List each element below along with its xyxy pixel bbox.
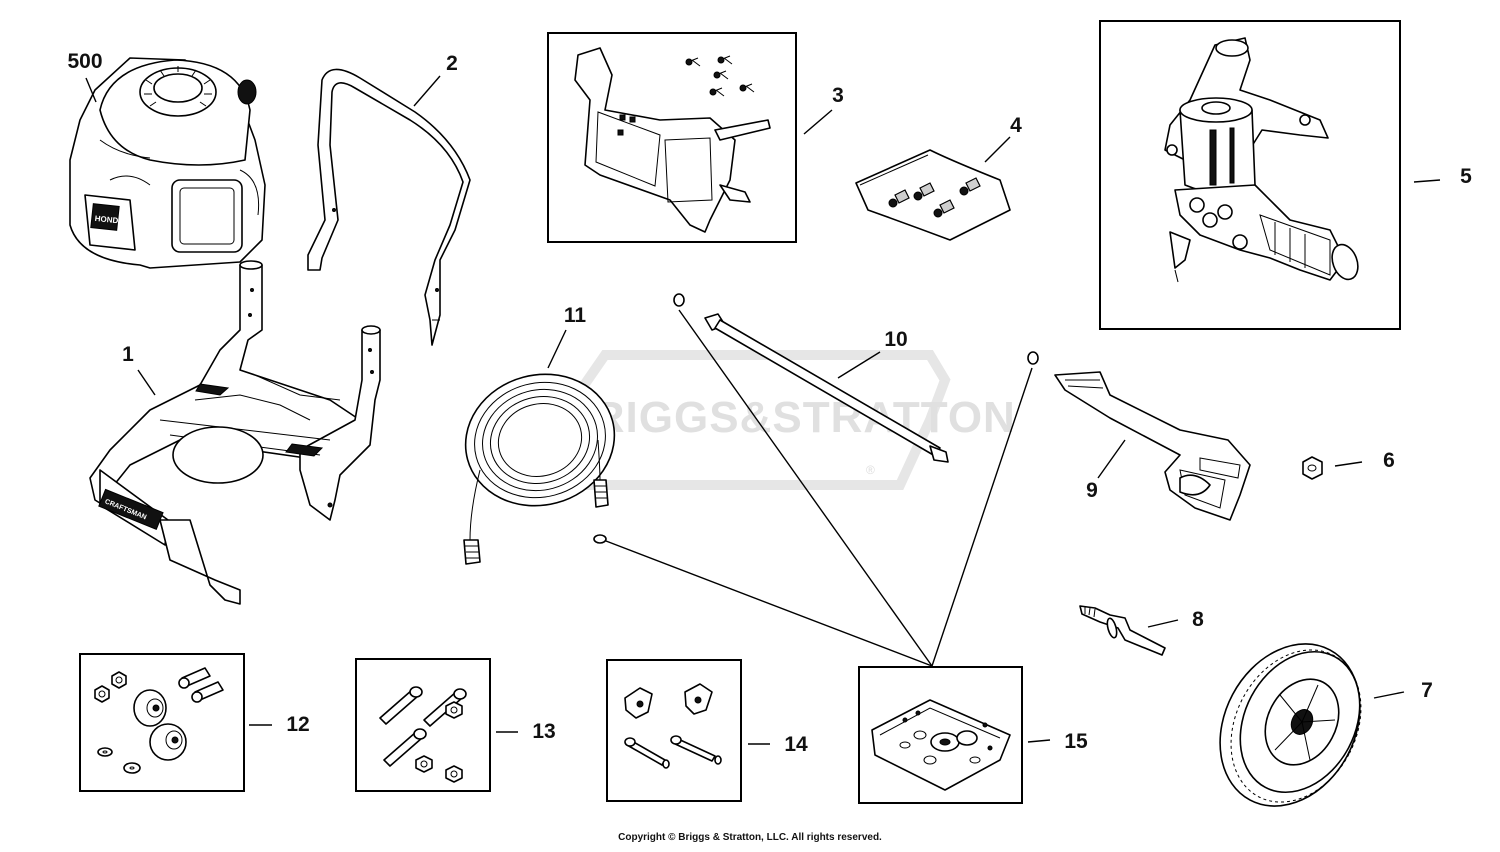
callout-2[interactable]: 2	[446, 52, 458, 75]
leader-9	[1097, 439, 1126, 479]
callout-15[interactable]: 15	[1064, 730, 1088, 753]
part-13-box	[355, 658, 491, 792]
kit-15-reference-lines	[605, 309, 1033, 667]
part-15-seal-kit[interactable]	[871, 699, 1011, 791]
leader-8	[1147, 619, 1179, 628]
part-3-box	[547, 32, 797, 243]
part-15-box	[858, 666, 1023, 804]
leader-6	[1334, 461, 1363, 467]
callout-13[interactable]: 13	[532, 720, 555, 743]
part-5-box	[1099, 20, 1401, 330]
callout-1[interactable]: 1	[122, 343, 134, 366]
watermark-registered-mark: ®	[866, 463, 875, 477]
leader-15	[1027, 739, 1051, 743]
part-10-lance[interactable]	[673, 293, 949, 463]
leader-500	[85, 77, 97, 103]
callout-14[interactable]: 14	[784, 733, 808, 756]
part-13-bolt-kit[interactable]	[379, 686, 467, 783]
part-14-knob-kit[interactable]	[624, 683, 722, 769]
leader-10	[837, 351, 881, 379]
leader-7	[1373, 691, 1405, 699]
part-9-spray-gun[interactable]	[1027, 351, 1251, 521]
leader-3	[803, 109, 833, 135]
part-2-handle[interactable]	[307, 68, 471, 346]
part-3-bracket[interactable]	[574, 47, 771, 233]
part-7-wheel[interactable]	[1193, 619, 1388, 830]
callout-8[interactable]: 8	[1192, 608, 1204, 631]
leader-11	[547, 329, 567, 369]
leader-2	[413, 75, 441, 107]
callout-5[interactable]: 5	[1460, 165, 1472, 188]
watermark: BRIGGS&STRATTON ®	[549, 350, 1016, 490]
leader-4	[984, 136, 1011, 163]
callout-6[interactable]: 6	[1383, 449, 1395, 472]
part-6-nut[interactable]	[1302, 456, 1323, 480]
hose-washer	[593, 534, 607, 544]
part-1-frame[interactable]: CRAFTSMAN	[89, 260, 381, 605]
copyright-notice: Copyright © Briggs & Stratton, LLC. All …	[618, 832, 882, 843]
part-14-box	[606, 659, 742, 802]
part-8-axle[interactable]	[1079, 605, 1166, 656]
callout-7[interactable]: 7	[1421, 679, 1433, 702]
callout-12[interactable]: 12	[286, 713, 309, 736]
part-5-pump[interactable]	[1164, 37, 1362, 283]
callout-4[interactable]: 4	[1010, 114, 1022, 137]
callout-9[interactable]: 9	[1086, 479, 1098, 502]
part-4-nozzles	[888, 177, 981, 218]
callout-11[interactable]: 11	[564, 304, 587, 327]
engine-brand-label: HONDA	[94, 214, 124, 226]
part-4-nozzle-kit[interactable]	[855, 149, 1011, 241]
part-11-hose[interactable]	[451, 358, 630, 565]
watermark-text: BRIGGS&STRATTON	[560, 393, 1016, 442]
part-12-box	[79, 653, 245, 792]
part-500-engine[interactable]: HONDA	[69, 57, 266, 269]
callout-10[interactable]: 10	[884, 328, 907, 351]
callout-3[interactable]: 3	[832, 84, 844, 107]
leader-1	[137, 369, 156, 396]
part-12-wheel-kit[interactable]	[94, 667, 224, 774]
leader-5	[1413, 179, 1441, 183]
callout-500[interactable]: 500	[67, 50, 102, 73]
part-3-screws	[685, 55, 755, 97]
